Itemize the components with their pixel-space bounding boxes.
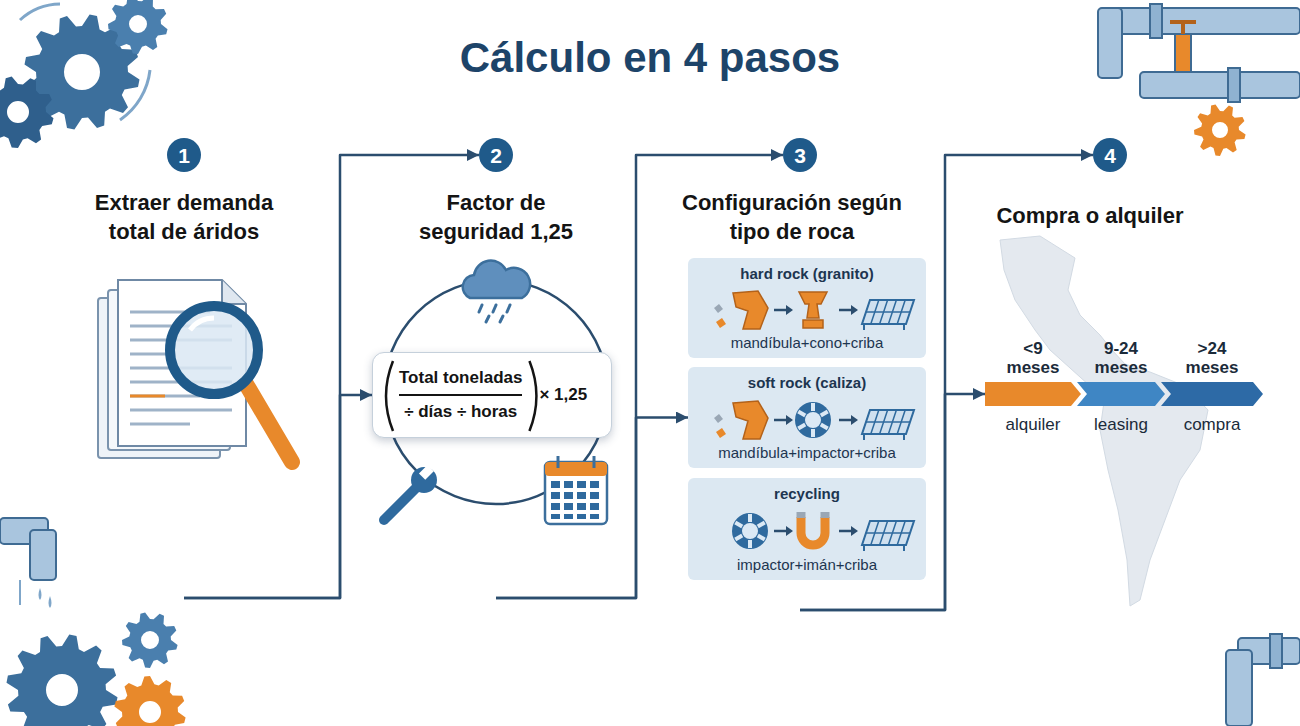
machine-icons	[688, 289, 926, 331]
machine-icons	[688, 399, 926, 441]
step-column: 1Extraer demanda total de áridos	[167, 138, 201, 598]
cone-icon	[799, 292, 827, 328]
step-number-circle: 1	[167, 138, 201, 172]
timeline-segment: 9-24 mesesleasing	[1077, 382, 1165, 406]
gear-icon	[7, 635, 118, 726]
duration-label: <9 meses	[1001, 339, 1065, 377]
option-label: alquiler	[985, 415, 1081, 435]
jaw-icon	[714, 401, 768, 439]
pipes-top-right	[1098, 4, 1300, 156]
timeline-segment: >24 mesescompra	[1161, 382, 1263, 406]
jaw-icon	[714, 291, 768, 329]
step-heading: Extraer demanda total de áridos	[77, 188, 291, 246]
flow-connector	[184, 395, 372, 598]
gear-icon	[1194, 104, 1246, 156]
duration-label: >24 meses	[1180, 339, 1244, 377]
formula-denominator: ÷ días ÷ horas	[399, 399, 522, 425]
gear-icon	[108, 0, 168, 54]
formula-factor: × 1,25	[539, 382, 587, 408]
panel-heading: hard rock (granito)	[688, 265, 926, 282]
timeline-segment: <9 mesesalquiler	[985, 382, 1081, 406]
rock-config-panel: soft rock (caliza) mandíbula+impactor+cri…	[688, 367, 926, 468]
duration-label: 9-24 meses	[1089, 339, 1153, 377]
impactor-icon	[732, 513, 768, 549]
panel-heading: recycling	[688, 485, 926, 502]
screen-icon	[862, 521, 914, 551]
step-heading: Configuración según tipo de roca	[680, 188, 904, 246]
flow-arrow-icon	[839, 305, 858, 315]
flow-arrow-icon	[774, 305, 793, 315]
flow-arrow-icon	[774, 526, 793, 536]
flow-arrow-icon	[774, 415, 793, 425]
step-number: 1	[178, 145, 190, 166]
step-heading: Factor de seguridad 1,25	[410, 188, 582, 246]
panel-caption: impactor+imán+criba	[688, 556, 926, 573]
screen-icon	[862, 300, 914, 330]
gear-icon	[0, 77, 54, 149]
timeline-arrow-shape	[1161, 382, 1263, 406]
option-label: leasing	[1073, 415, 1169, 435]
document-magnifier-icon	[98, 280, 292, 462]
rock-config-panel: hard rock (granito) mandíbula+cono+criba	[688, 258, 926, 358]
step-number: 2	[490, 145, 502, 166]
formula-box: Total toneladas ÷ días ÷ horas × 1,25	[372, 352, 612, 438]
step-number-circle: 4	[1093, 138, 1127, 172]
gear-icon	[122, 612, 178, 668]
step-number-circle: 3	[783, 138, 817, 172]
step-heading: Compra o alquiler	[970, 201, 1210, 230]
formula-numerator: Total toneladas	[399, 365, 522, 391]
diagram-title: Cálculo en 4 pasos	[0, 34, 1300, 82]
screen-icon	[862, 410, 914, 440]
panel-heading: soft rock (caliza)	[688, 374, 926, 391]
fraction: Total toneladas ÷ días ÷ horas	[395, 365, 526, 425]
timeline-arrow-shape	[1077, 382, 1165, 406]
gear-icon	[114, 676, 185, 726]
step-number: 3	[794, 145, 806, 166]
fraction-line	[399, 394, 522, 396]
panel-caption: mandíbula+cono+criba	[688, 334, 926, 351]
magnet-icon	[797, 512, 830, 545]
step-number-circle: 2	[479, 138, 513, 172]
timeline-arrow-shape	[985, 382, 1081, 406]
option-label: compra	[1164, 415, 1260, 435]
pipe-bottom-right	[1226, 634, 1300, 726]
flow-connector	[496, 418, 688, 599]
rock-config-panel: recycling impactor+imán+criba	[688, 478, 926, 580]
step-number: 4	[1104, 145, 1116, 166]
panel-caption: mandíbula+impactor+criba	[688, 444, 926, 461]
flow-arrow-icon	[839, 526, 858, 536]
pipes-gears-bottom-left	[0, 518, 186, 726]
flow-arrow-icon	[839, 415, 858, 425]
gears-top-left	[0, 0, 168, 148]
impactor-icon	[795, 402, 831, 438]
machine-icons	[688, 510, 926, 552]
